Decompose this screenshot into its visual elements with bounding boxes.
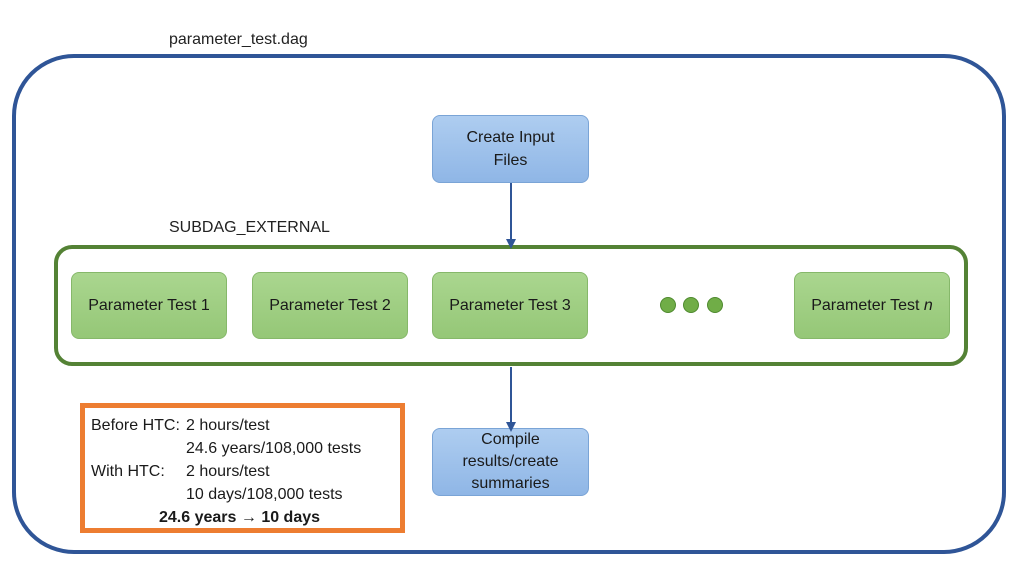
compile-line-3: summaries xyxy=(471,475,550,492)
compile-results-node[interactable]: Compile results/create summaries xyxy=(432,428,589,496)
parameter-test-2-node[interactable]: Parameter Test 2 xyxy=(252,272,408,339)
with-htc-total: 10 days/108,000 tests xyxy=(186,486,343,503)
create-input-line-1: Create Input xyxy=(466,129,555,146)
compile-line-1: Compile xyxy=(481,431,540,448)
create-input-files-node[interactable]: Create Input Files xyxy=(432,115,589,183)
before-htc-label: Before HTC: xyxy=(91,417,180,434)
compile-line-2: results/create xyxy=(462,453,559,470)
summary-arrow-icon: → xyxy=(240,509,257,526)
parameter-test-3-label: Parameter Test 3 xyxy=(449,296,571,314)
dag-frame xyxy=(12,54,1006,554)
with-htc-rate: 2 hours/test xyxy=(186,463,270,480)
subdag-label: SUBDAG_EXTERNAL xyxy=(169,219,330,236)
ellipsis-dot-1 xyxy=(660,297,676,313)
dag-file-label: parameter_test.dag xyxy=(169,31,308,48)
parameter-test-n-label: Parameter Test xyxy=(811,296,924,314)
parameter-test-1-label: Parameter Test 1 xyxy=(88,296,210,314)
htc-comparison-box: Before HTC: 2 hours/test 24.6 years/108,… xyxy=(80,403,405,533)
summary-to: 10 days xyxy=(261,509,321,526)
before-htc-total: 24.6 years/108,000 tests xyxy=(186,440,362,457)
ellipsis-dot-2 xyxy=(683,297,699,313)
parameter-test-2-label: Parameter Test 2 xyxy=(269,296,391,314)
parameter-test-1-node[interactable]: Parameter Test 1 xyxy=(71,272,227,339)
ellipsis-dot-3 xyxy=(707,297,723,313)
summary-line: 24.6 years → 10 days xyxy=(159,506,320,529)
before-htc-rate: 2 hours/test xyxy=(186,417,270,434)
parameter-test-n-variable: n xyxy=(923,296,933,314)
parameter-test-3-node[interactable]: Parameter Test 3 xyxy=(432,272,588,339)
summary-from: 24.6 years xyxy=(159,509,237,526)
parameter-test-n-node[interactable]: Parameter Test n xyxy=(794,272,950,339)
with-htc-label: With HTC: xyxy=(91,463,165,480)
create-input-line-2: Files xyxy=(493,152,528,169)
